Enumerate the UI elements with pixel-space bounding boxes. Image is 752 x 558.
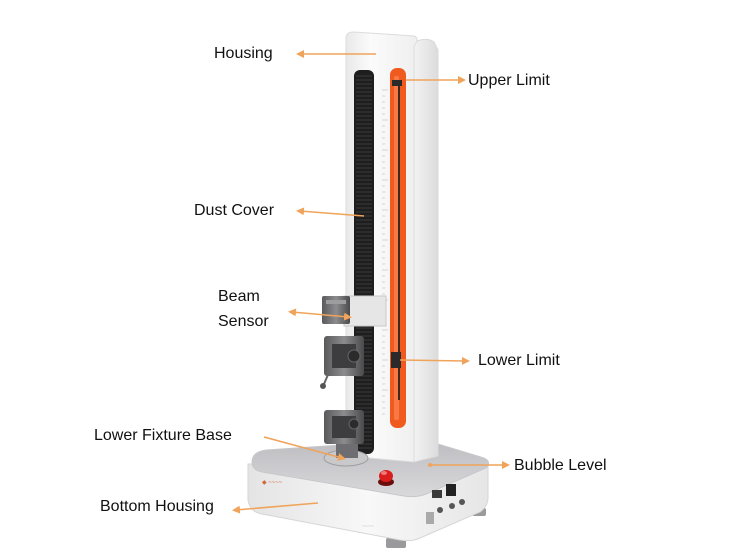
brand-logo: ◆ ~~~~ bbox=[262, 480, 283, 486]
callout-arrows bbox=[232, 50, 510, 514]
crosshead-plate bbox=[343, 295, 387, 327]
label-housing: Housing bbox=[214, 45, 273, 62]
bubble-level-indicator bbox=[428, 463, 432, 467]
power-switch bbox=[446, 484, 456, 496]
label-dust-cover: Dust Cover bbox=[194, 202, 275, 219]
upper-limit-block bbox=[392, 80, 402, 86]
limit-strip bbox=[390, 68, 406, 428]
limit-rod bbox=[398, 80, 400, 400]
label-beam-sensor: Beam Sensor bbox=[218, 284, 269, 334]
arrow-lower-fixture-base bbox=[263, 436, 346, 461]
label-beam-line2: Sensor bbox=[218, 313, 269, 330]
lower-limit-block bbox=[391, 352, 401, 368]
lower-fixture-base bbox=[323, 410, 369, 467]
arrow-bottom-housing bbox=[232, 502, 319, 514]
connector-a bbox=[437, 507, 443, 513]
grip-knob bbox=[347, 349, 361, 363]
label-beam-line1: Beam bbox=[218, 288, 260, 305]
arrow-lower-limit bbox=[399, 356, 470, 365]
label-upper-limit: Upper Limit bbox=[468, 72, 550, 89]
label-lower-limit: Lower Limit bbox=[478, 352, 560, 369]
label-bottom-housing: Bottom Housing bbox=[100, 498, 214, 515]
connector-c bbox=[459, 499, 465, 505]
model-text: ~~~~ bbox=[362, 524, 374, 530]
arrow-beam-sensor bbox=[288, 308, 352, 321]
grip-handle bbox=[323, 369, 331, 385]
dust-cover bbox=[354, 70, 374, 454]
label-bubble-level: Bubble Level bbox=[514, 457, 607, 474]
port-panel bbox=[432, 490, 442, 498]
label-plate bbox=[426, 512, 434, 524]
label-lower-fixture-base: Lower Fixture Base bbox=[94, 427, 232, 444]
emergency-stop-button bbox=[378, 470, 394, 486]
connector-b bbox=[449, 503, 455, 509]
arrow-dust-cover bbox=[296, 207, 365, 217]
